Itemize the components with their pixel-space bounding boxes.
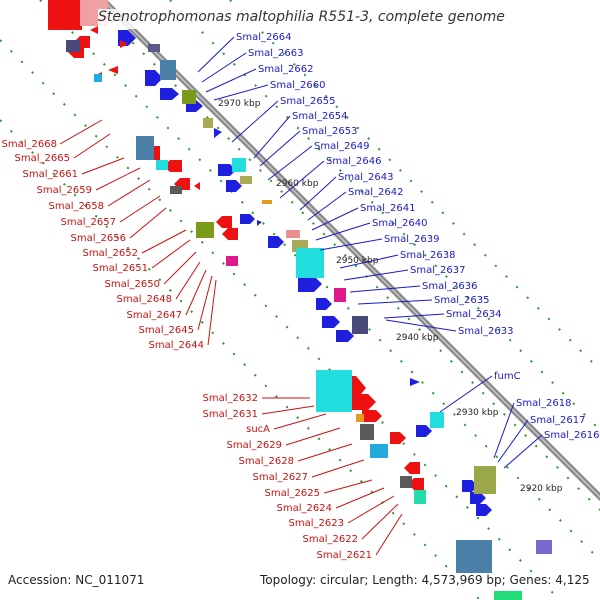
gene-label[interactable]: Smal_2654 xyxy=(292,111,347,122)
gene-label[interactable]: Smal_2640 xyxy=(372,218,427,229)
gene-label[interactable]: Smal_2641 xyxy=(360,203,415,214)
gene-label[interactable]: Smal_2664 xyxy=(236,32,291,43)
gene-label[interactable]: Smal_2658 xyxy=(49,201,104,212)
gene-label[interactable]: Smal_2649 xyxy=(314,141,369,152)
gene-label[interactable]: Smal_2650 xyxy=(105,279,160,290)
map-title: Stenotrophomonas maltophilia R551-3, com… xyxy=(98,9,578,29)
genome-backbone xyxy=(100,0,600,502)
gene-label[interactable]: Smal_2655 xyxy=(280,96,335,107)
right-leader-lines xyxy=(197,36,543,469)
gene-label[interactable]: Smal_2646 xyxy=(326,156,381,167)
gene-label[interactable]: Smal_2663 xyxy=(248,48,303,59)
tick-label: 2920 kbp xyxy=(520,484,563,494)
gene-label[interactable]: Smal_2656 xyxy=(71,233,126,244)
gene-label[interactable]: Smal_2645 xyxy=(139,325,194,336)
reverse-strand-colored-genes[interactable] xyxy=(48,0,522,600)
gene-label[interactable]: Smal_2633 xyxy=(458,326,513,337)
gene-label[interactable]: Smal_2643 xyxy=(338,172,393,183)
gene-label[interactable]: Smal_2668 xyxy=(2,139,57,150)
gene-label[interactable]: Smal_2652 xyxy=(83,248,138,259)
gene-label[interactable]: Smal_2635 xyxy=(434,295,489,306)
gene-label[interactable]: Smal_2644 xyxy=(149,340,204,351)
genome-backbone-highlight xyxy=(101,0,600,499)
gene-label[interactable]: Smal_2621 xyxy=(317,550,372,561)
gene-label[interactable]: Smal_2636 xyxy=(422,281,477,292)
tick-label: 2950 kbp xyxy=(336,256,379,266)
gene-label[interactable]: Smal_2647 xyxy=(127,310,182,321)
gene-label[interactable]: Smal_2659 xyxy=(37,185,92,196)
topology-text: Topology: circular; Length: 4,573,969 bp… xyxy=(260,573,596,591)
gene-label[interactable]: sucA xyxy=(246,424,270,435)
gene-label[interactable]: Smal_2651 xyxy=(93,263,148,274)
tick-label: 2970 kbp xyxy=(218,99,261,109)
gene-label[interactable]: Smal_2632 xyxy=(203,393,258,404)
gene-label[interactable]: Smal_2661 xyxy=(23,169,78,180)
gene-label[interactable]: Smal_2653 xyxy=(302,126,357,137)
gene-label[interactable]: Smal_2629 xyxy=(227,440,282,451)
tick-label: 2960 kbp xyxy=(276,179,319,189)
forward-strand-genes[interactable] xyxy=(118,30,492,516)
right-gene-labels: Smal_2664 Smal_2663 Smal_2662 Smal_2660 … xyxy=(236,32,599,441)
left-leader-lines xyxy=(59,119,403,556)
gene-label[interactable]: fumC xyxy=(494,371,521,382)
gene-label[interactable]: Smal_2642 xyxy=(348,187,403,198)
gene-label[interactable]: Smal_2623 xyxy=(289,518,344,529)
tick-label: 2930 kbp xyxy=(456,408,499,418)
forward-strand-colored-genes[interactable] xyxy=(148,44,552,554)
gene-label[interactable]: Smal_2631 xyxy=(203,409,258,420)
accession-text: Accession: NC_011071 xyxy=(8,573,188,591)
gene-label[interactable]: Smal_2616 xyxy=(544,430,599,441)
tick-labels: 2970 kbp 2960 kbp 2950 kbp 2940 kbp 2930… xyxy=(218,99,563,494)
gene-label[interactable]: Smal_2648 xyxy=(117,294,172,305)
gene-label[interactable]: Smal_2639 xyxy=(384,234,439,245)
gene-label[interactable]: Smal_2627 xyxy=(253,472,308,483)
gene-label[interactable]: Smal_2662 xyxy=(258,64,313,75)
gene-label[interactable]: Smal_2628 xyxy=(239,456,294,467)
gene-label[interactable]: Smal_2618 xyxy=(516,398,571,409)
tick-label: 2940 kbp xyxy=(396,333,439,343)
gene-label[interactable]: Smal_2637 xyxy=(410,265,465,276)
gene-label[interactable]: Smal_2624 xyxy=(277,503,332,514)
gene-label[interactable]: Smal_2622 xyxy=(303,534,358,545)
gene-label[interactable]: Smal_2657 xyxy=(61,217,116,228)
gene-label[interactable]: Smal_2625 xyxy=(265,488,320,499)
gene-label[interactable]: Smal_2638 xyxy=(400,250,455,261)
left-gene-labels: Smal_2668 Smal_2665 Smal_2661 Smal_2659 … xyxy=(2,139,372,561)
gene-label[interactable]: Smal_2617 xyxy=(530,415,585,426)
gene-label[interactable]: Smal_2665 xyxy=(15,153,70,164)
gene-label[interactable]: Smal_2660 xyxy=(270,80,325,91)
gene-label[interactable]: Smal_2634 xyxy=(446,309,501,320)
